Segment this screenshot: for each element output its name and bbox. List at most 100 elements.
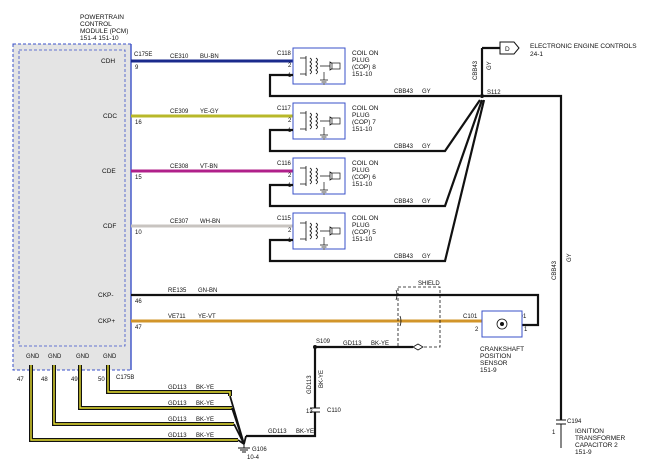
ckp-sensor-label-1: CRANKSHAFT [480,346,524,353]
pcm-pin-46: 46 [135,299,142,305]
wire-color-wh-bn: WH-BN [200,219,220,225]
pcm-gnd-label-2: GND [48,354,62,360]
coil-name-4: 151-10 [352,126,373,133]
vertical-cbb-right: CBB43 [552,260,558,280]
pcm-gnd-label-1: GND [26,354,40,360]
gnd-wire-color-1: BK-YE [196,385,214,391]
coil-name-1: COIL ON [352,50,379,57]
coil-cbb: CBB43 [394,144,414,150]
gnd-wire-color-4: BK-YE [196,433,214,439]
coil-connector-c116: C116 [277,161,292,167]
pcm-pin-47: 47 [135,325,142,331]
coil-cbb: CBB43 [394,199,414,205]
pcm-pin-10: 10 [135,230,142,236]
ckp-pin-1: 1 [524,327,528,333]
wire-label-ce310: CE310 [170,54,189,60]
vertical-cbb-top: CBB43 [473,60,479,80]
vertical-gy-top: GY [487,61,493,70]
coil-name-3: (COP) 5 [352,229,376,236]
coil-name-3: (COP) 6 [352,174,376,181]
coil-gy: GY [422,89,431,95]
wire-label-ce309: CE309 [170,109,189,115]
coil-cop5: C115 2 1 COIL ON PLUG (COP) 5 151-10 CBB… [268,99,486,263]
wire-color-gn-bn: GN-BN [198,288,217,294]
ckp-sensor-label-4: 151-9 [480,367,497,374]
ckp-sensor-label-3: SENSOR [480,360,508,367]
pcm-pin-9: 9 [135,65,139,71]
wire-re135 [131,293,540,327]
gnd-wire-label-1: GD113 [168,385,187,391]
vertical-gd113: GD113 [307,375,313,394]
coil-name-4: 151-10 [352,71,373,78]
pcm-title-3: MODULE (PCM) [80,28,128,35]
pcm-pin-label-ckp-minus: CKP- [98,292,114,299]
gnd-pin-47: 47 [17,377,24,383]
ckp-sensor: 2 1 CRANKSHAFT POSITION SENSOR 151-9 [475,310,528,374]
pcm-pin-15: 15 [135,175,142,181]
pcm-gnd-label-4: GND [103,354,117,360]
g106-ref: 10-4 [247,455,260,461]
coil-name-1: COIL ON [352,160,379,167]
pcm-pin-label-cdf: CDF [103,223,116,230]
vertical-bk-ye: BK-YE [319,370,325,388]
pcm-pin-16: 16 [135,120,142,126]
pcm-module: POWERTRAIN CONTROL MODULE (PCM) 151-4 15… [12,14,152,381]
wire-color-bu-bn: BU-BN [200,54,219,60]
pcm-pin-label-ckp-plus: CKP+ [98,318,115,325]
coil-cop6: C116 2 1 COIL ON PLUG (COP) 6 151-10 CBB… [268,99,484,208]
c110-pin: 13 [306,409,313,415]
gnd-pin-49: 49 [71,377,78,383]
coil-pin-2: 2 [288,173,292,179]
wire-label-ce307: CE307 [170,219,189,225]
wire-label-ve711: VE711 [168,314,186,320]
coil-name-4: 151-10 [352,181,373,188]
eec-label-2: 24-1 [530,51,543,58]
gnd-wire-label-3: GD113 [168,417,187,423]
coil-pin-2: 2 [288,118,292,124]
coil-connector-c115: C115 [277,216,292,222]
coil-name-1: COIL ON [352,105,379,112]
eec-symbol: D [505,46,510,53]
eec-label-1: ELECTRONIC ENGINE CONTROLS [530,43,637,50]
coil-name-3: (COP) 7 [352,119,376,126]
coil-name-2: PLUG [352,167,370,174]
coil-cop8: C118 2 1 COIL ON PLUG (COP) 8 151-10 CBB… [268,47,480,98]
splice-s112-label: S112 [487,90,501,96]
splice-s112: D ELECTRONIC ENGINE CONTROLS 24-1 CBB43 … [473,41,637,420]
gnd-wire-color-3: BK-YE [196,417,214,423]
coil-name-2: PLUG [352,222,370,229]
ckp-pin-2: 2 [475,327,479,333]
wire-label-re135: RE135 [168,288,187,294]
ignition-label-4: 151-9 [575,449,592,456]
pcm-title-4: 151-4 151-10 [80,35,119,42]
g106-label: G106 [252,447,267,453]
eec-connector-icon [499,41,520,55]
gnd-pin-48: 48 [41,377,48,383]
coil-connector-c118: C118 [277,51,292,57]
pcm-connector-bottom: C175B [116,375,134,381]
gnd-pin-50: 50 [98,377,105,383]
gear-icon [496,318,508,330]
coil-name-3: (COP) 8 [352,64,376,71]
coil-gy: GY [422,199,431,205]
ground-icon [238,444,250,453]
ckp-wires: 46 47 RE135 GN-BN VE711 YE-VT SHIELD C10… [131,281,540,348]
pcm-inner [18,49,126,347]
ckp-sensor-label-2: POSITION [480,353,511,360]
s109-label: S109 [316,339,331,345]
coil-name-2: PLUG [352,57,370,64]
coil-cbb: CBB43 [394,89,414,95]
gnd-wire-label-4: GD113 [168,433,187,439]
wire-color-ye-gy: YE-GY [200,109,219,115]
wire-color-ye-vt: YE-VT [198,314,216,320]
coil-connector-c117: C117 [277,106,292,112]
s109-wire-color: BK-YE [371,341,389,347]
coil-gy: GY [422,144,431,150]
coil-cbb: CBB43 [394,254,414,260]
bottom-wire-label: GD113 [268,429,287,435]
wire-color-vt-bn: VT-BN [200,164,218,170]
pcm-title-2: CONTROL [80,21,112,28]
bottom-wire-color: BK-YE [296,429,314,435]
coil-gy: GY [422,254,431,260]
